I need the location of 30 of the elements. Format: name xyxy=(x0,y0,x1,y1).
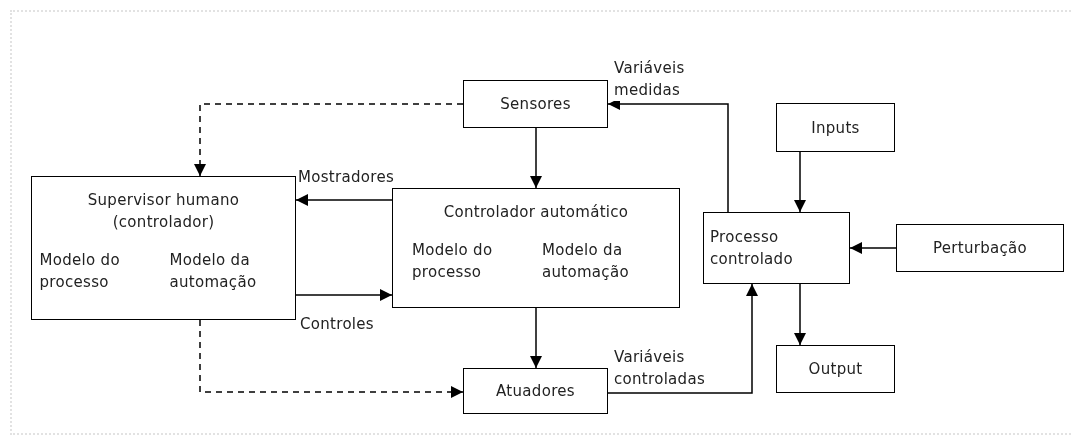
arrow xyxy=(530,127,542,189)
process-box xyxy=(776,103,895,152)
box-text: Modelo do processo xyxy=(412,240,494,283)
process-box xyxy=(463,80,608,128)
box-text: Perturbação xyxy=(932,238,1028,259)
arrow xyxy=(849,242,897,254)
arrow xyxy=(607,283,758,394)
process-box xyxy=(31,176,296,320)
box-text: Modelo do processo xyxy=(39,250,121,293)
box-text: Modelo da automação xyxy=(169,250,258,293)
box-title: Controlador automático xyxy=(443,202,629,223)
box-text: Inputs xyxy=(811,117,860,139)
box-text: Modelo da automação xyxy=(542,240,630,283)
arrow xyxy=(530,307,542,369)
box-text: Output xyxy=(808,359,863,380)
box-text: Atuadores xyxy=(496,381,575,402)
arrow xyxy=(295,289,393,301)
arrow xyxy=(794,151,806,213)
arrow xyxy=(295,194,393,206)
dashed-arrow xyxy=(194,103,464,177)
process-box xyxy=(776,345,895,393)
process-box xyxy=(463,368,608,414)
box-title: Supervisor humano (controlador) xyxy=(86,190,241,233)
process-box xyxy=(392,188,680,308)
process-box xyxy=(703,212,850,284)
box-text: Sensores xyxy=(500,94,571,115)
arrow xyxy=(794,283,806,346)
dashed-arrow xyxy=(199,319,464,398)
box-text: Processo controlado xyxy=(710,227,794,270)
process-box xyxy=(896,224,1064,272)
